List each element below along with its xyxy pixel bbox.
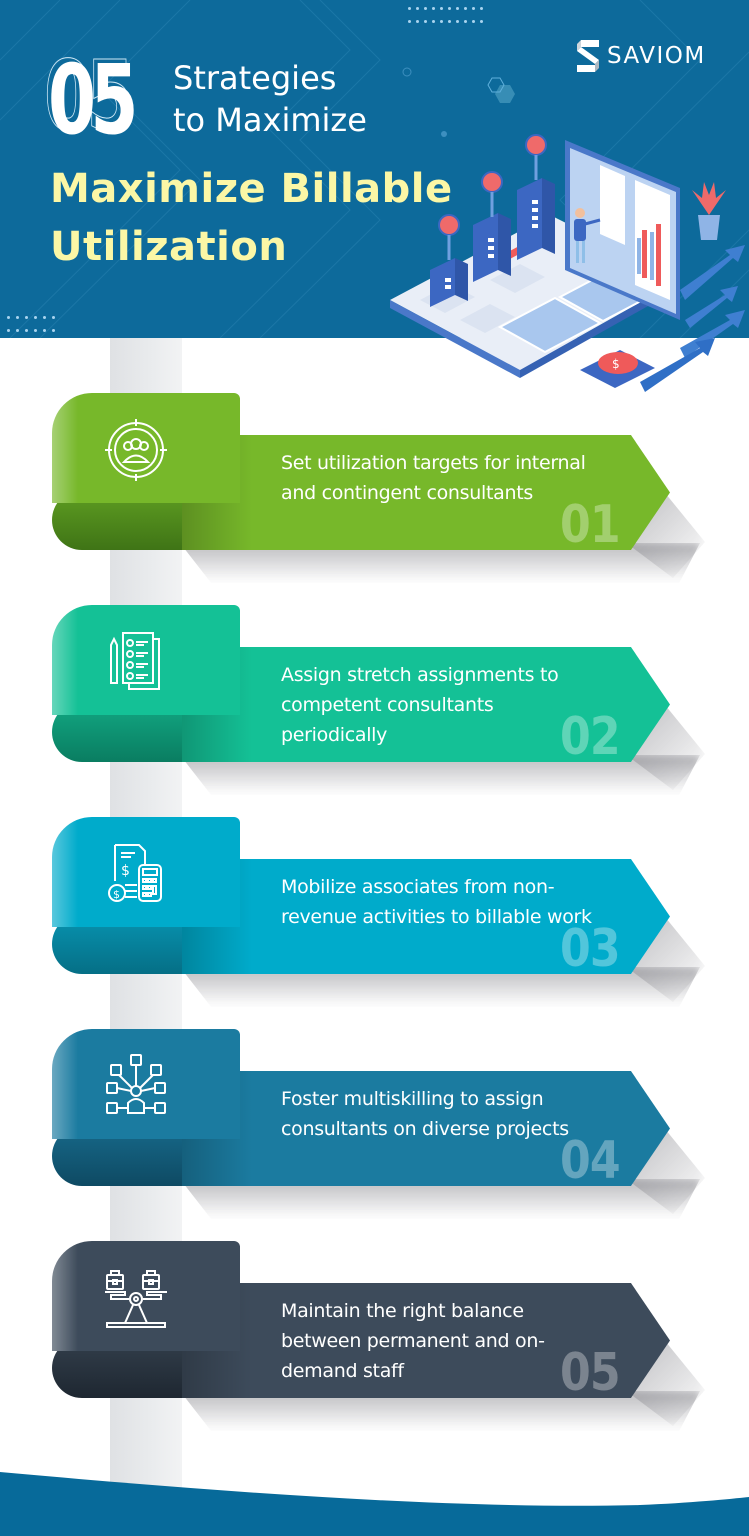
decorative-shapes <box>402 67 515 137</box>
step-number: 05 <box>560 1343 621 1403</box>
footer-wave <box>0 1472 749 1536</box>
subtitle-line-2: to Maximize <box>173 101 367 139</box>
multiskill-network-icon <box>106 1054 166 1114</box>
saviom-logo-icon <box>577 40 599 72</box>
step-text: Assign stretch assignments to competent … <box>281 664 559 746</box>
dots-decoration-top <box>408 7 488 23</box>
step-2: Assign stretch assignments to competent … <box>0 605 749 805</box>
subtitle: Strategies to Maximize <box>173 57 367 141</box>
step-number: 02 <box>560 707 621 767</box>
icon-panel <box>52 393 240 503</box>
step-text: Foster multiskilling to assign consultan… <box>281 1088 569 1140</box>
step-text: Mobilize associates from non-revenue act… <box>281 876 592 928</box>
step-text: Set utilization targets for internal and… <box>281 452 586 504</box>
svg-text:$: $ <box>612 357 620 371</box>
step-3: $ $ Mobilize associates from non-revenue… <box>0 817 749 1017</box>
checklist-icon <box>110 632 160 690</box>
title-line-2: Utilization <box>50 224 288 270</box>
target-team-icon <box>105 419 167 481</box>
growth-arrows <box>640 245 745 392</box>
big-number-outline: 05 <box>44 40 135 152</box>
big-number: 05 <box>48 44 138 156</box>
saviom-logo: SAVIOM <box>577 40 706 72</box>
step-banner <box>182 1283 670 1398</box>
icon-panel <box>52 1029 240 1139</box>
step-4: Foster multiskilling to assign consultan… <box>0 1029 749 1229</box>
balance-scale-icon <box>105 1270 167 1328</box>
svg-text:$: $ <box>113 888 120 901</box>
page-title: Maximize Billable Utilization <box>50 160 453 276</box>
step-number: 04 <box>560 1131 621 1191</box>
step-banner <box>182 1071 670 1186</box>
billing-calculator-icon: $ $ <box>108 844 162 902</box>
dashboard-illustration: $ <box>390 134 745 392</box>
step-5: Maintain the right balance between perma… <box>0 1241 749 1441</box>
title-line-1: Maximize Billable <box>50 166 453 212</box>
step-1: Set utilization targets for internal and… <box>0 393 749 593</box>
step-number: 01 <box>560 495 621 555</box>
step-text: Maintain the right balance between perma… <box>281 1300 545 1382</box>
icon-panel: $ $ <box>52 817 240 927</box>
dots-decoration-left <box>7 316 61 332</box>
icon-panel <box>52 605 240 715</box>
logo-text: SAVIOM <box>607 43 706 69</box>
subtitle-line-1: Strategies <box>173 59 337 97</box>
svg-text:$: $ <box>121 863 130 879</box>
step-number: 03 <box>560 919 621 979</box>
icon-panel <box>52 1241 240 1351</box>
